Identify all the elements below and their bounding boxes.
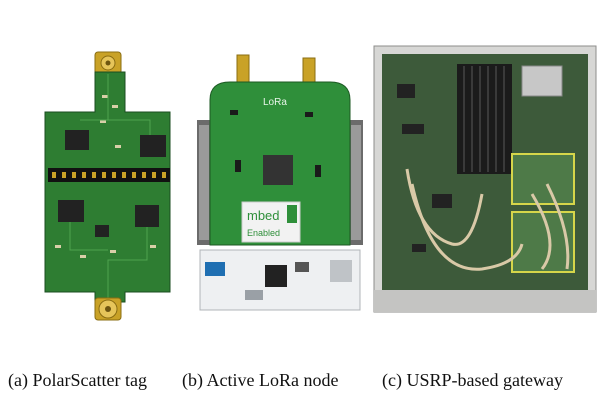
lora-silkscreen: LoRa (263, 97, 287, 108)
heatsink (457, 64, 512, 174)
photo-usrp-gateway (373, 45, 597, 313)
photo-polarscatter-tag (44, 51, 171, 321)
caption-c: (c) USRP-based gateway (382, 370, 563, 390)
caption-b: (b) Active LoRa node (182, 370, 339, 390)
enabled-label: Enabled (247, 228, 280, 238)
mbed-label: mbed (247, 208, 280, 223)
rf-daughterboard-bottom (511, 211, 575, 273)
sma-connector-bottom (94, 297, 122, 321)
antenna-connector-left (236, 54, 250, 84)
rf-daughterboard-top (511, 153, 575, 205)
caption-row: (a) PolarScatter tag (b) Active LoRa nod… (0, 370, 608, 400)
caption-a: (a) PolarScatter tag (8, 370, 147, 390)
tag-pcb (44, 71, 171, 303)
photo-lora-node: mbed Enabled LoRa (197, 54, 363, 311)
sma-connector-top (94, 51, 122, 75)
